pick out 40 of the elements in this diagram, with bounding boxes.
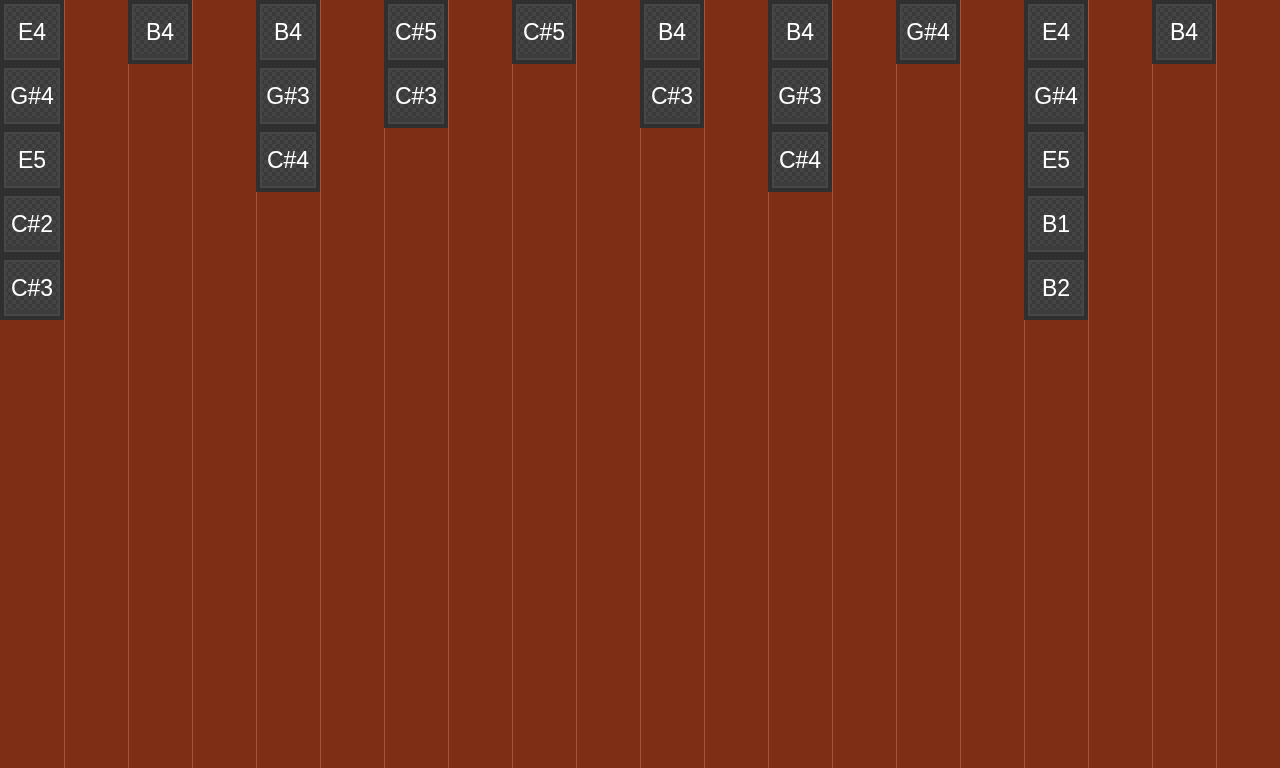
note-label: G#4 xyxy=(1034,84,1078,108)
note-label: C#3 xyxy=(394,84,438,108)
note-block xyxy=(256,0,320,64)
note-label: B4 xyxy=(145,20,175,44)
note-label: C#5 xyxy=(522,20,566,44)
note-block xyxy=(0,0,64,64)
note-block xyxy=(768,0,832,64)
note-block xyxy=(1024,256,1088,320)
note-block xyxy=(640,64,704,128)
note-label: C#3 xyxy=(650,84,694,108)
note-block xyxy=(128,0,192,64)
note-block xyxy=(640,0,704,64)
note-label: B4 xyxy=(785,20,815,44)
note-label: G#4 xyxy=(906,20,950,44)
note-label: C#3 xyxy=(10,276,54,300)
note-label: B4 xyxy=(273,20,303,44)
note-label: E4 xyxy=(1041,20,1071,44)
note-label: G#4 xyxy=(10,84,54,108)
note-block xyxy=(384,0,448,64)
note-label: E5 xyxy=(1041,148,1071,172)
note-block xyxy=(768,128,832,192)
note-block xyxy=(256,128,320,192)
note-label: C#5 xyxy=(394,20,438,44)
note-label: B4 xyxy=(1169,20,1199,44)
note-label: C#2 xyxy=(10,212,54,236)
note-label: G#3 xyxy=(778,84,822,108)
note-block xyxy=(1024,0,1088,64)
note-label: B1 xyxy=(1041,212,1071,236)
note-block xyxy=(0,256,64,320)
note-block xyxy=(384,64,448,128)
note-label: B2 xyxy=(1041,276,1071,300)
note-block xyxy=(512,0,576,64)
note-label: C#4 xyxy=(778,148,822,172)
note-label: G#3 xyxy=(266,84,310,108)
note-block xyxy=(1152,0,1216,64)
note-block xyxy=(896,0,960,64)
note-label: B4 xyxy=(657,20,687,44)
note-label: C#4 xyxy=(266,148,310,172)
note-label: E4 xyxy=(17,20,47,44)
note-label: E5 xyxy=(17,148,47,172)
